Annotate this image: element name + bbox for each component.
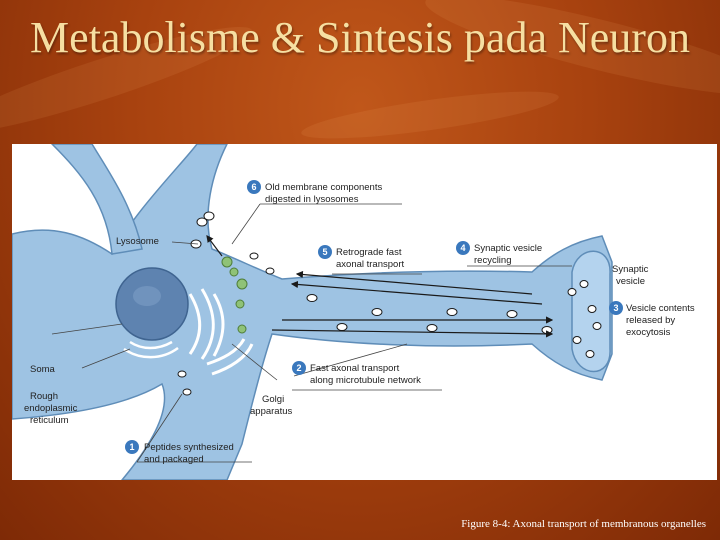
callout-badge xyxy=(247,180,261,194)
svg-text:Fast axonal transport: Fast axonal transport xyxy=(310,363,400,374)
figure-caption: Figure 8-4: Axonal transport of membrano… xyxy=(461,518,706,530)
svg-text:and packaged: and packaged xyxy=(144,454,204,465)
callout-3: 3 Vesicle contents released by exocytosi… xyxy=(609,301,695,338)
callout-badge xyxy=(292,361,306,375)
label-golgi: apparatus xyxy=(250,406,293,417)
callout-badge xyxy=(318,245,332,259)
callout-badge xyxy=(456,241,470,255)
lysosomes xyxy=(221,256,248,334)
svg-text:Retrograde fast: Retrograde fast xyxy=(336,247,402,258)
svg-text:exocytosis: exocytosis xyxy=(626,327,671,338)
svg-text:digested in lysosomes: digested in lysosomes xyxy=(265,194,359,205)
callout-1: 1 Peptides synthesized and packaged xyxy=(125,440,234,465)
svg-text:5: 5 xyxy=(322,247,327,257)
label-lysosome: Lysosome xyxy=(116,236,159,247)
svg-text:3: 3 xyxy=(613,303,618,313)
callout-5: 5 Retrograde fast axonal transport xyxy=(318,245,404,270)
vesicles xyxy=(177,211,602,396)
svg-text:Old membrane components: Old membrane components xyxy=(265,182,382,193)
neuron-illustration: 1 Peptides synthesized and packaged 2 Fa… xyxy=(12,144,695,480)
svg-text:released by: released by xyxy=(626,315,675,326)
callout-4: 4 Synaptic vesicle recycling xyxy=(456,241,542,266)
neuron-diagram: 1 Peptides synthesized and packaged 2 Fa… xyxy=(12,144,717,480)
svg-text:Vesicle contents: Vesicle contents xyxy=(626,303,695,314)
slide-title: Metabolisme & Sintesis pada Neuron xyxy=(30,13,690,62)
svg-text:Peptides synthesized: Peptides synthesized xyxy=(144,442,234,453)
label-rough-er: endoplasmic xyxy=(24,403,78,414)
svg-text:recycling: recycling xyxy=(474,255,512,266)
nucleolus xyxy=(133,286,161,306)
transport-arrows xyxy=(206,235,554,338)
rough-endoplasmic-reticulum xyxy=(123,340,179,359)
svg-text:axonal transport: axonal transport xyxy=(336,259,404,270)
svg-text:4: 4 xyxy=(460,243,465,253)
svg-text:1: 1 xyxy=(129,442,134,452)
label-synaptic-vesicle: vesicle xyxy=(616,276,645,287)
svg-text:2: 2 xyxy=(296,363,301,373)
label-rough-er: reticulum xyxy=(30,415,69,426)
label-rough-er: Rough xyxy=(30,391,58,402)
neuron-cell-body xyxy=(12,144,613,480)
golgi-apparatus xyxy=(188,288,254,376)
label-synaptic-vesicle: Synaptic xyxy=(612,264,649,275)
svg-text:along microtubule network: along microtubule network xyxy=(310,375,421,386)
leader-lines xyxy=(51,203,572,463)
callout-badge xyxy=(125,440,139,454)
background-streak xyxy=(299,82,561,148)
label-soma: Soma xyxy=(30,364,56,375)
svg-text:Synaptic vesicle: Synaptic vesicle xyxy=(474,243,542,254)
svg-text:6: 6 xyxy=(251,182,256,192)
label-golgi: Golgi xyxy=(262,394,284,405)
callout-badge xyxy=(609,301,623,315)
callout-2: 2 Fast axonal transport along microtubul… xyxy=(292,361,421,386)
dendrite xyxy=(50,144,143,255)
callout-6: 6 Old membrane components digested in ly… xyxy=(247,180,382,205)
